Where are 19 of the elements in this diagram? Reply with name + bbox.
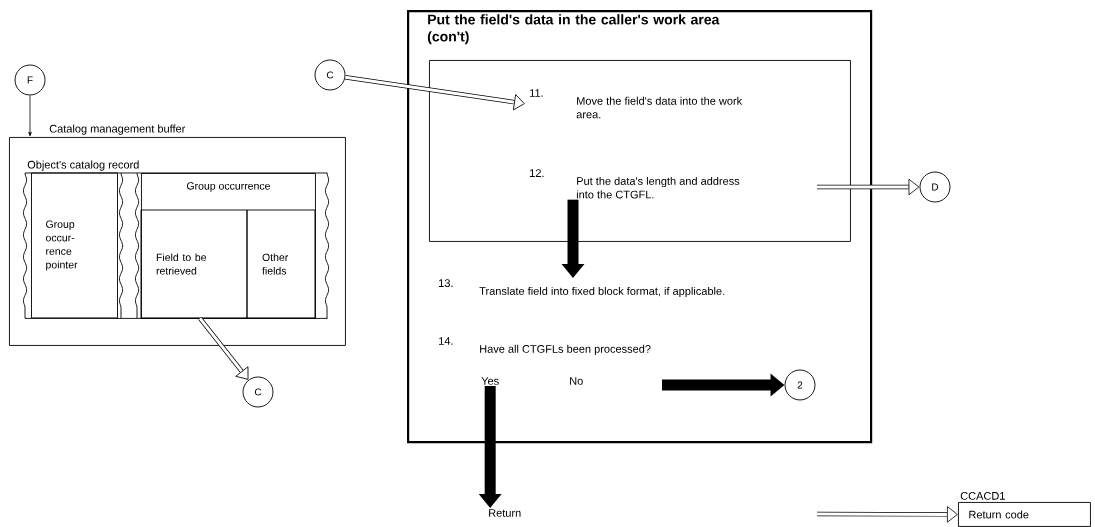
step-text: 12. Put the data's length and address into the CTGFL. bbox=[530, 169, 740, 199]
branch-label: No bbox=[570, 377, 583, 385]
record-cell: Field to be retrieved bbox=[140, 209, 248, 319]
step-text: 11. Move the field's data into the work area. bbox=[530, 89, 743, 119]
arrow bbox=[817, 506, 958, 523]
process-box bbox=[429, 60, 851, 242]
node-label: Catalog management buffer bbox=[49, 124, 186, 135]
record-cell: Group occur- rence pointer bbox=[31, 172, 118, 319]
record-cell: Other fields bbox=[246, 209, 316, 319]
arrow bbox=[344, 75, 525, 111]
branch-label: Return bbox=[489, 509, 521, 517]
arrow bbox=[28, 95, 32, 137]
box-heading: CCACD1 bbox=[960, 492, 1005, 500]
arrow bbox=[817, 178, 920, 196]
branch-label: Yes bbox=[481, 377, 499, 385]
step-text: 13. Translate field into fixed block format, if applicable. bbox=[439, 279, 725, 298]
step-text: 14. Have all CTGFLs been processed? bbox=[439, 337, 651, 355]
data-box: Return code bbox=[958, 502, 1091, 527]
arrow bbox=[198, 317, 249, 380]
